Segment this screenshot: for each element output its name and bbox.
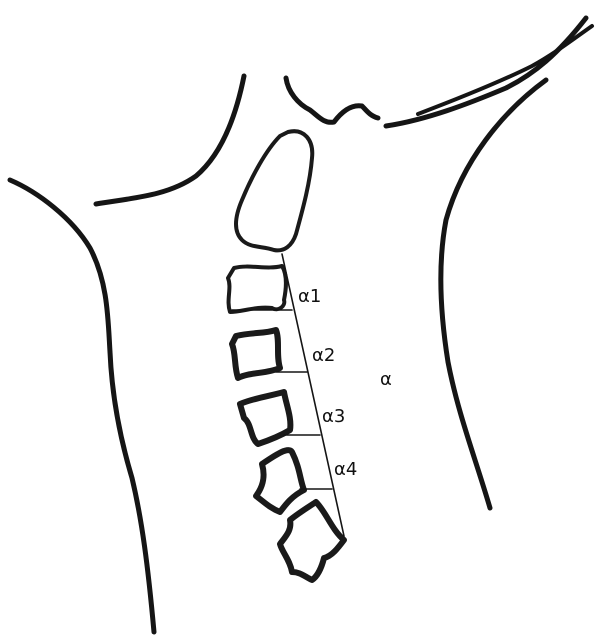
- c5-vertebra: [240, 392, 290, 444]
- neck-front-outline: [441, 80, 546, 508]
- c6-vertebra: [256, 450, 304, 512]
- c7-vertebra: [280, 502, 344, 580]
- neck-back-outline: [10, 180, 154, 632]
- label-alpha2: α2: [312, 345, 335, 366]
- label-alpha: α: [380, 369, 392, 390]
- c4-vertebra: [232, 330, 280, 378]
- label-alpha3: α3: [322, 406, 345, 427]
- jaw-outline: [386, 18, 586, 126]
- label-alpha1: α1: [298, 286, 321, 307]
- occiput-outline: [96, 76, 244, 204]
- label-alpha4: α4: [334, 459, 357, 480]
- ear-outline: [286, 78, 378, 122]
- c3-vertebra: [228, 266, 286, 312]
- c2-dens-vertebra: [236, 131, 312, 250]
